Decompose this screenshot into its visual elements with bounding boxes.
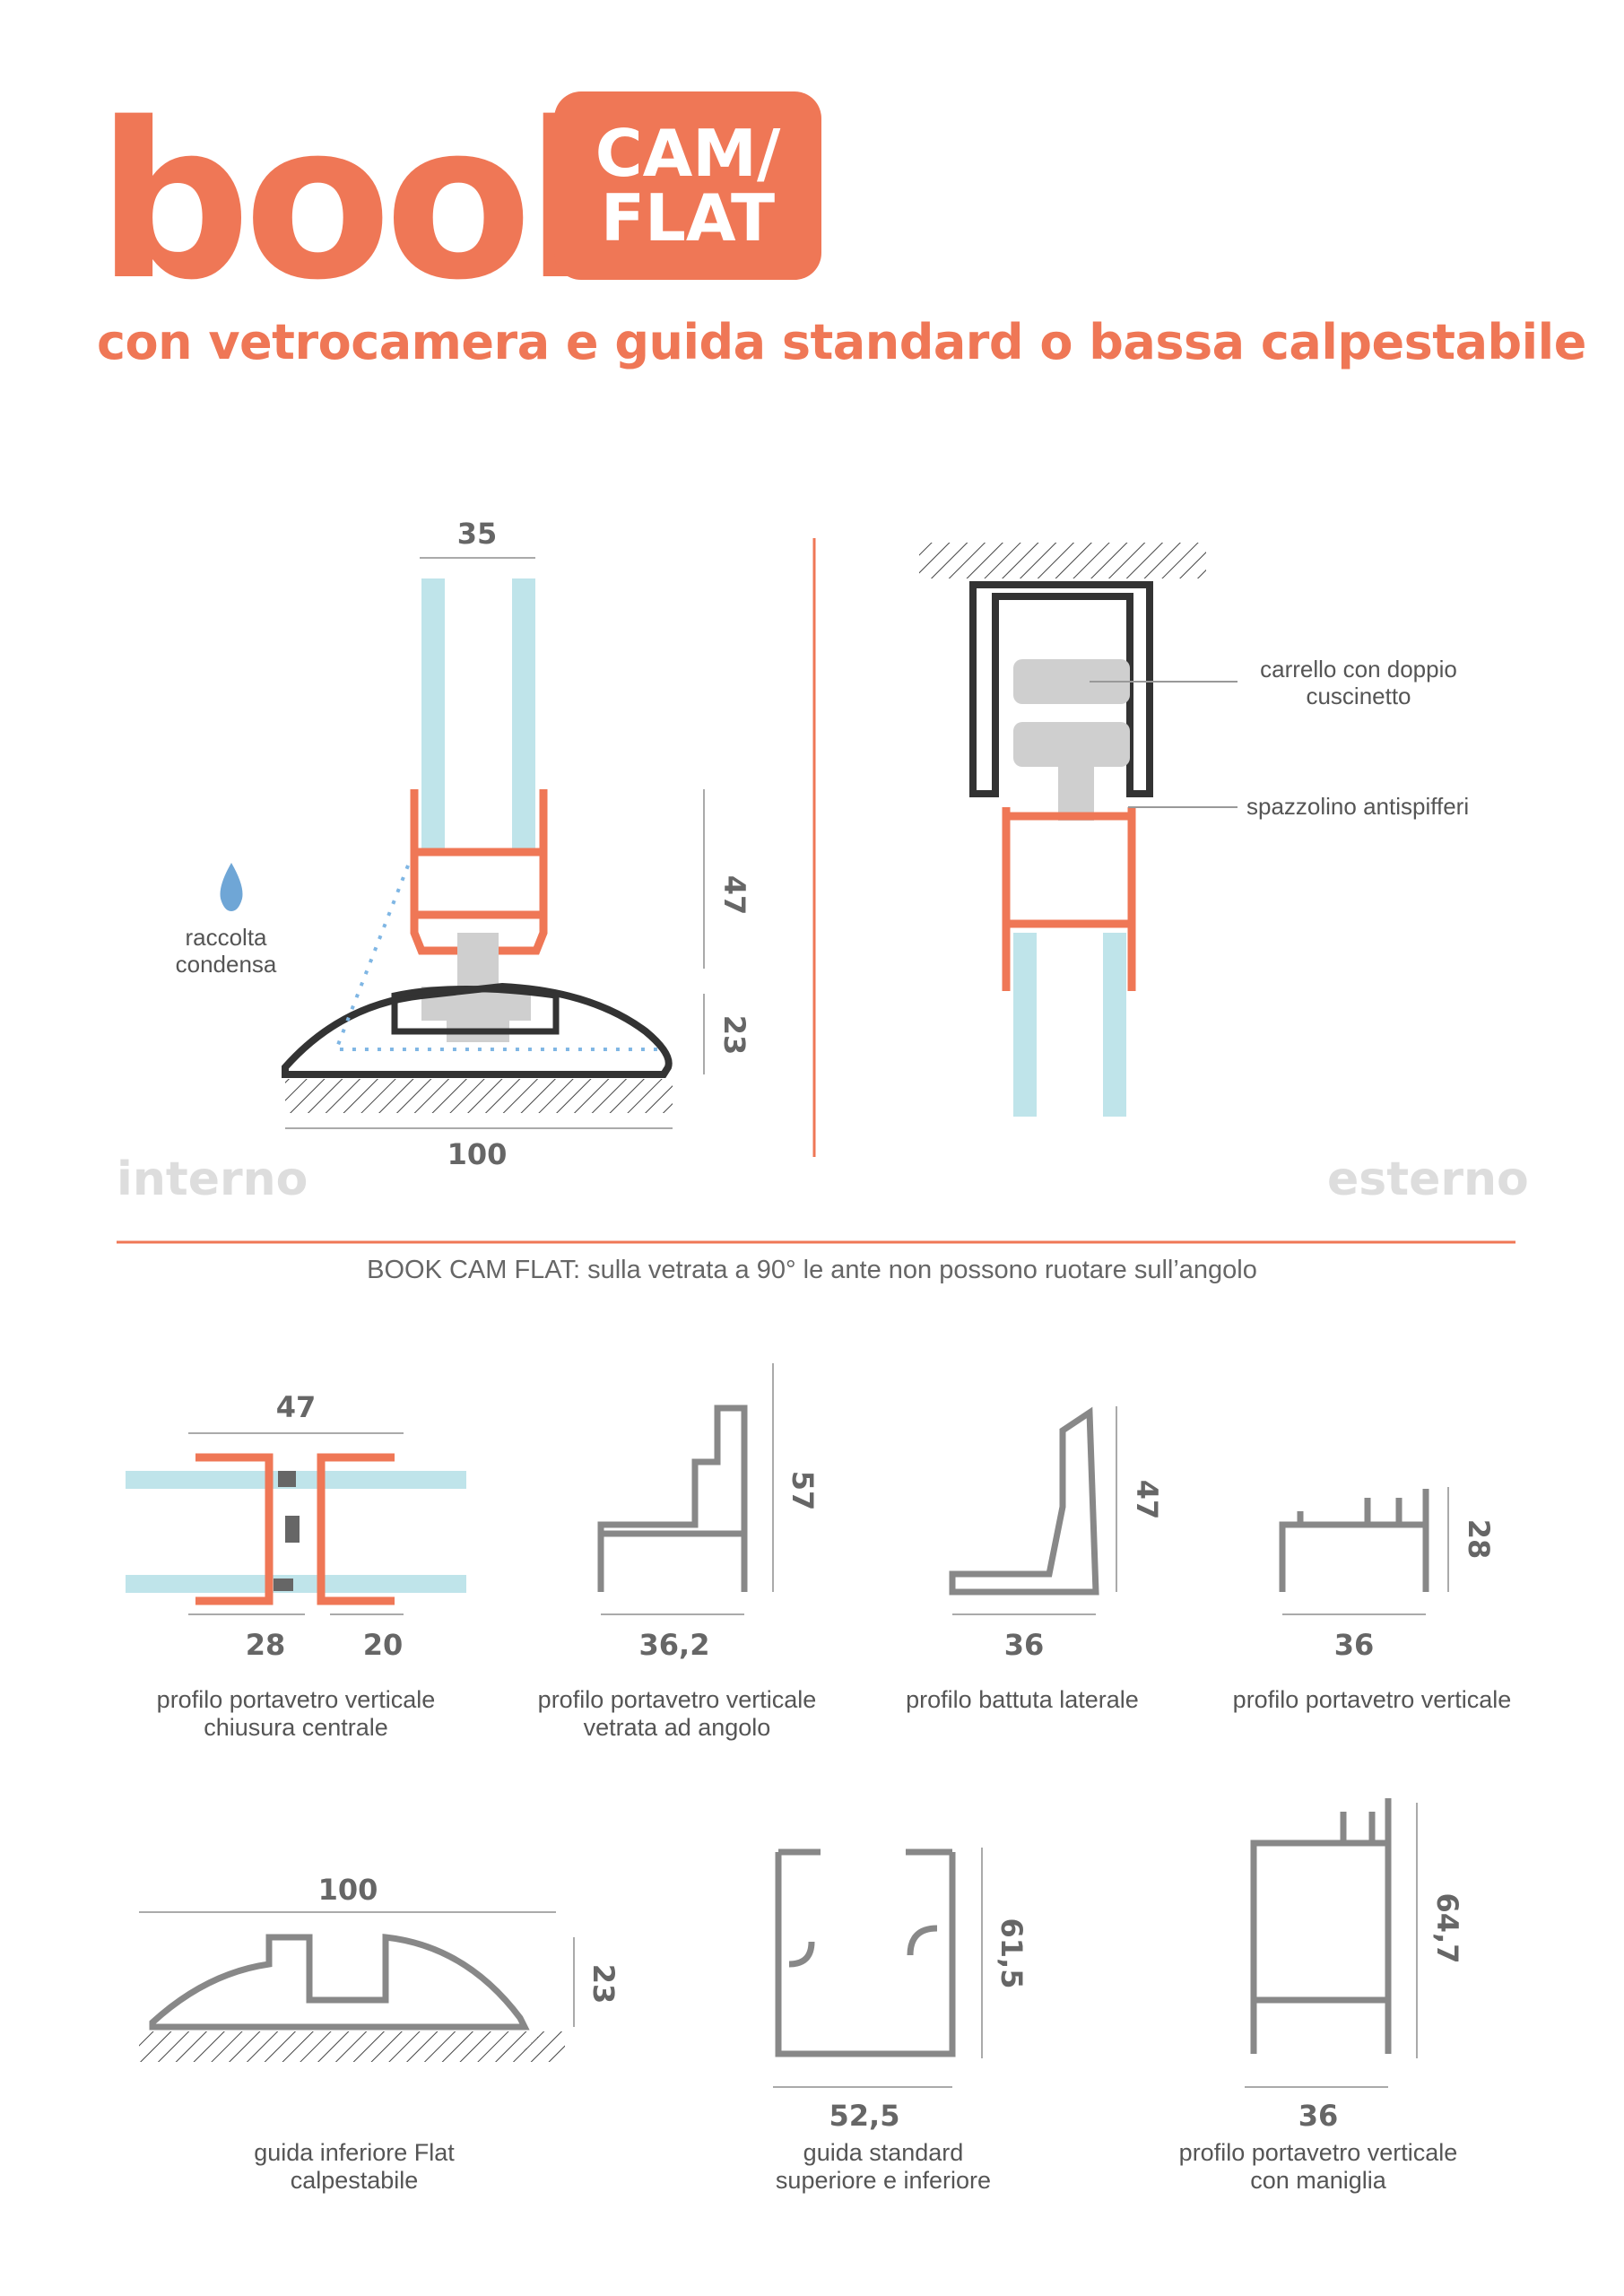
label-carrello-1: carrello con doppio [1260, 656, 1457, 683]
left-section-drawing: 35 100 47 23 [176, 517, 751, 1171]
profile-7-dim-1: 64,7 [1430, 1893, 1464, 1964]
profile-2-dim-2: 36,2 [639, 1628, 710, 1662]
profile-1-dim-3: 20 [363, 1628, 404, 1662]
profile-4-dim-1: 28 [1462, 1519, 1496, 1560]
profile-caption-5: guida inferiore Flat calpestabile [175, 2139, 534, 2195]
profile-2-dim-1: 57 [786, 1471, 820, 1511]
profile-5-dim-2: 23 [586, 1964, 621, 2005]
label-condensa-2: condensa [176, 951, 277, 978]
profile-drawing-5 [139, 1911, 575, 2062]
label-condensa-1: raccolta [185, 924, 267, 951]
profile-2-caption-line-2: vetrata ad angolo [583, 1714, 771, 1741]
profile-drawing-3 [949, 1406, 1117, 1615]
profile-caption-4: profilo portavetro verticale [1193, 1686, 1551, 1714]
profile-1-dim-2: 28 [246, 1628, 286, 1662]
note-text: BOOK CAM FLAT: sulla vetrata a 90° le an… [367, 1256, 1257, 1284]
profile-drawing-4 [1279, 1487, 1449, 1615]
profile-7-caption-line-1: profilo portavetro verticale [1178, 2139, 1458, 2166]
water-drop-icon [220, 863, 243, 911]
right-section-drawing: carrello con doppio cuscinetto spazzolin… [919, 543, 1469, 1117]
profile-6-dim-2: 52,5 [829, 2099, 900, 2133]
dim-height-upper: 47 [717, 875, 751, 916]
profile-4-dim-2: 36 [1334, 1628, 1375, 1662]
label-spazzolino: spazzolino antispifferi [1246, 793, 1469, 820]
profile-7-dim-2: 36 [1298, 2099, 1339, 2133]
profile-drawing-6 [773, 1848, 983, 2088]
badge-line-1: CAM/ [595, 116, 781, 191]
badge-line-2: FLAT [600, 180, 776, 256]
label-interno: interno [117, 1152, 308, 1206]
profile-drawing-1: 47 28 20 [126, 1390, 466, 1662]
profile-drawing-7 [1245, 1798, 1418, 2088]
profile-7-caption-line-2: con maniglia [1250, 2167, 1386, 2194]
profile-drawing-2 [597, 1363, 774, 1615]
profile-caption-2: profilo portavetro verticale vetrata ad … [498, 1686, 856, 1742]
profile-6-caption-line-1: guida standard [803, 2139, 964, 2166]
profile-caption-7: profilo portavetro verticale con manigli… [1139, 2139, 1498, 2195]
profile-caption-6: guida standard superiore e inferiore [704, 2139, 1063, 2195]
profile-5-caption-line-2: calpestabile [290, 2167, 419, 2194]
profile-2-caption-line-1: profilo portavetro verticale [537, 1686, 817, 1713]
profile-caption-1: profilo portavetro verticale chiusura ce… [117, 1686, 475, 1742]
profile-5-dim-1: 100 [318, 1873, 378, 1907]
dim-height-lower: 23 [717, 1015, 751, 1056]
profile-3-caption-line-1: profilo battuta laterale [906, 1686, 1139, 1713]
label-esterno: esterno [1327, 1152, 1529, 1206]
profile-6-dim-1: 61,5 [994, 1918, 1029, 1989]
profile-3-dim-2: 36 [1004, 1628, 1045, 1662]
profile-3-dim-1: 47 [1130, 1480, 1164, 1520]
page-subtitle: con vetrocamera e guida standard o bassa… [97, 314, 1586, 370]
profile-1-caption-line-2: chiusura centrale [204, 1714, 388, 1741]
profile-5-caption-line-1: guida inferiore Flat [254, 2139, 455, 2166]
product-badge: CAM/ FLAT [554, 91, 821, 280]
profile-4-caption-line-1: profilo portavetro verticale [1232, 1686, 1512, 1713]
dim-top-glass: 35 [457, 517, 498, 551]
profile-1-dim-1: 47 [276, 1390, 317, 1424]
profile-1-caption-line-1: profilo portavetro verticale [156, 1686, 436, 1713]
profile-caption-3: profilo battuta laterale [861, 1686, 1184, 1714]
profile-6-caption-line-2: superiore e inferiore [775, 2167, 992, 2194]
label-carrello-2: cuscinetto [1306, 683, 1411, 709]
dim-width-base: 100 [447, 1137, 508, 1171]
